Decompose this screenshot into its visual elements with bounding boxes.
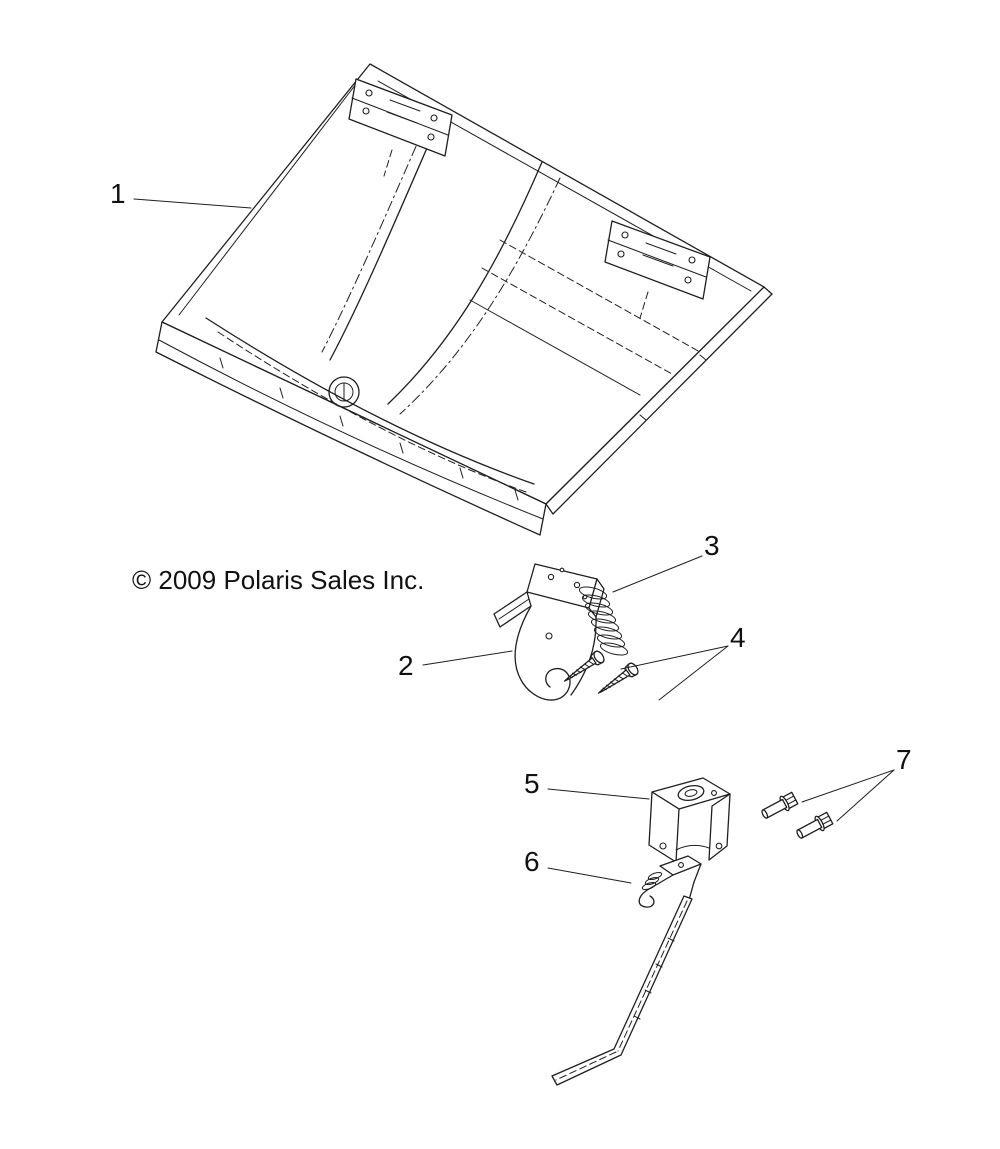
hood-hinge-bracket-left [348,78,453,157]
hood-hook-drawing [551,855,702,1086]
hood-latch-drawing [493,563,605,701]
callout-2: 2 [398,650,414,681]
latch-screw-2-drawing [597,662,639,694]
bracket-bolt-1-drawing [761,791,799,819]
leader-line-6 [547,867,632,884]
latch-screw-1-drawing [563,650,605,682]
bracket-bolt-2-drawing [796,811,834,839]
leader-line-1 [133,198,252,209]
callout-6: 6 [524,846,540,877]
callout-5: 5 [524,768,540,799]
latch-bracket-drawing [648,777,731,863]
leader-line-5 [547,788,650,800]
callout-4: 4 [730,622,746,653]
callout-3: 3 [704,530,720,561]
leader-line-4b [658,645,729,701]
callout-1: 1 [110,178,126,209]
callout-7: 7 [896,744,912,775]
hood-drawing [155,63,773,536]
latch-spring-drawing [578,586,629,656]
leader-lines [133,198,895,884]
hood-hinge-bracket-right [604,220,711,300]
leader-line-7b [836,769,895,822]
leader-line-7a [801,769,895,803]
leader-line-4a [620,645,729,670]
copyright-text: © 2009 Polaris Sales Inc. [132,565,425,595]
leader-line-2 [422,650,513,666]
leader-line-3 [612,555,703,593]
